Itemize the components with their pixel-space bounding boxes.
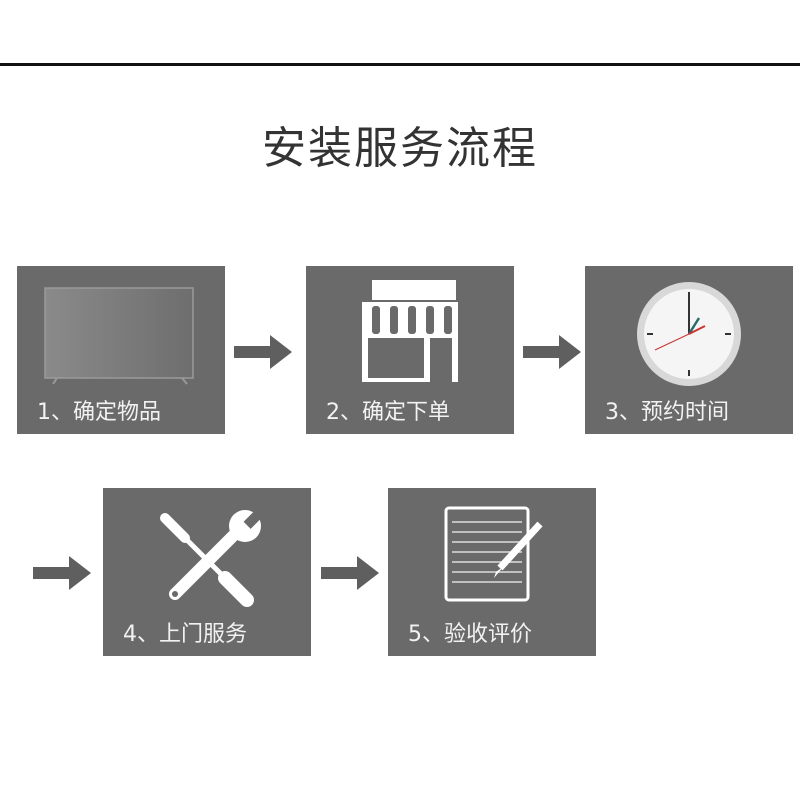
shop-icon xyxy=(362,280,458,382)
notepad-icon xyxy=(444,506,543,602)
step-2-label: 2、确定下单 xyxy=(326,400,450,425)
step-3-card: 3、预约时间 xyxy=(585,266,793,434)
arrow-right-icon xyxy=(321,556,379,590)
tv-icon xyxy=(44,287,194,385)
step-5-label: 5、验收评价 xyxy=(408,622,532,647)
step-1-card: 1、确定物品 xyxy=(17,266,225,434)
page-title: 安装服务流程 xyxy=(262,123,538,174)
arrow-right-icon xyxy=(523,335,581,369)
top-divider xyxy=(0,63,800,66)
step-4-label: 4、上门服务 xyxy=(123,622,247,647)
step-4-card: 4、上门服务 xyxy=(103,488,311,656)
tools-icon xyxy=(160,509,264,607)
step-5-card: 5、验收评价 xyxy=(388,488,596,656)
step-3-label: 3、预约时间 xyxy=(605,400,729,425)
arrow-right-icon xyxy=(234,335,292,369)
step-2-card: 2、确定下单 xyxy=(306,266,514,434)
arrow-right-icon xyxy=(33,556,91,590)
clock-icon xyxy=(637,282,741,386)
step-1-label: 1、确定物品 xyxy=(37,400,161,425)
